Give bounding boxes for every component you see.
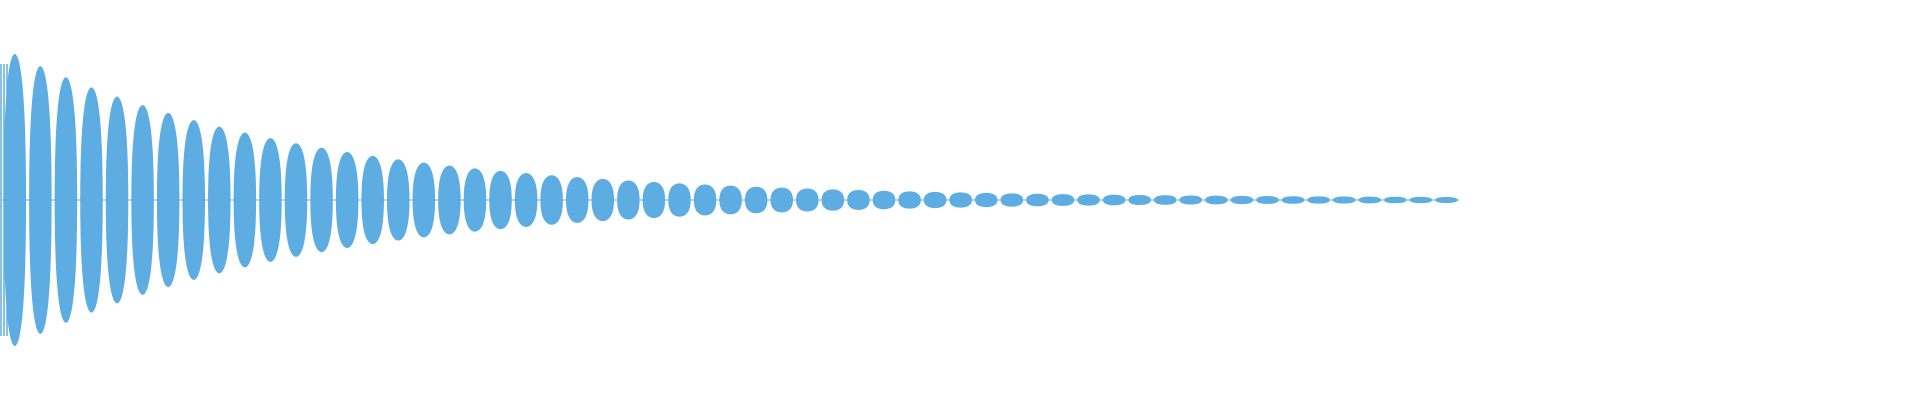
waveform-lobes — [0, 54, 1460, 346]
